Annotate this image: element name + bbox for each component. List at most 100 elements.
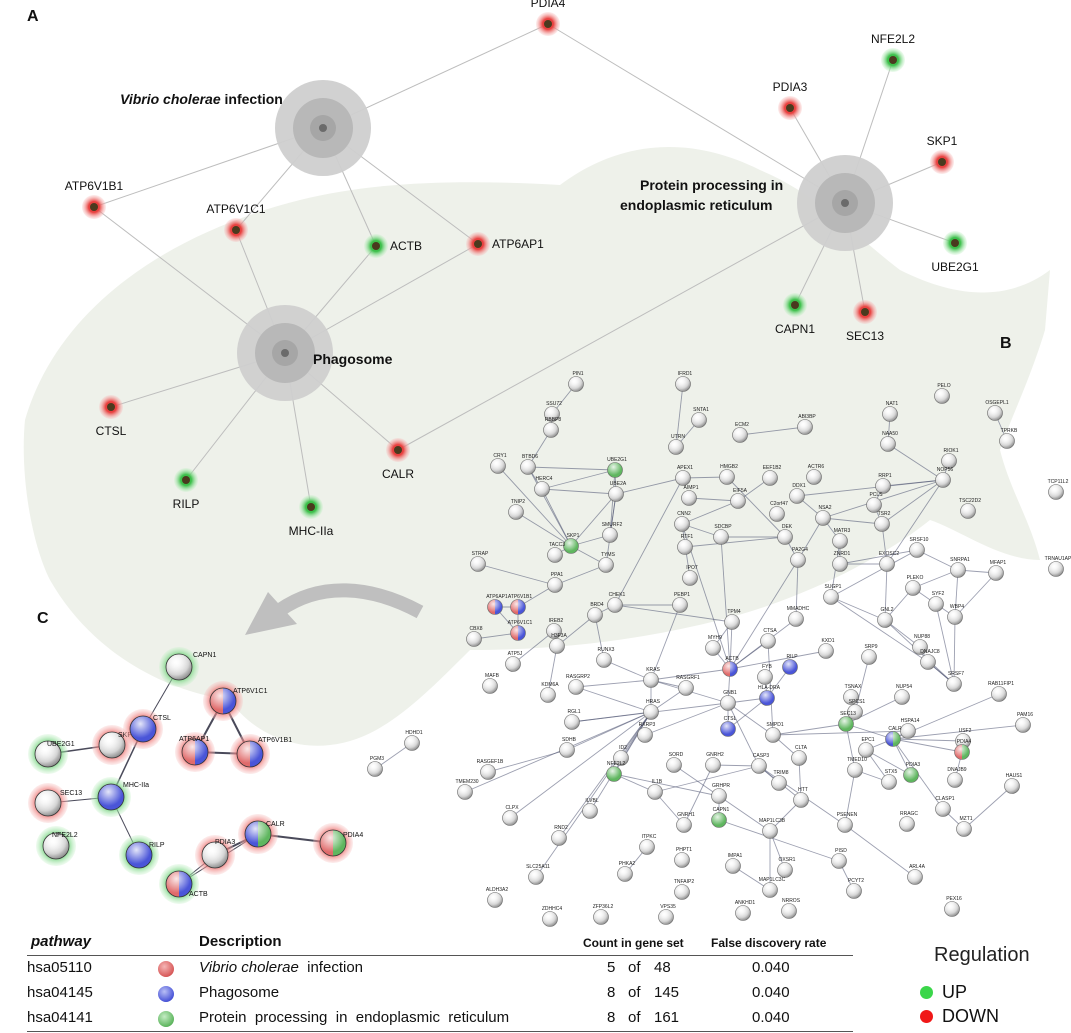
protein-label: PSENEN	[837, 812, 858, 818]
protein-node	[721, 696, 736, 711]
protein-label: PDIA3	[906, 762, 921, 768]
pathway-hub	[275, 80, 371, 176]
gene-label: CALR	[266, 821, 285, 828]
protein-label: SDHB	[562, 737, 577, 743]
protein-label: IPO7	[686, 565, 698, 571]
protein-node	[481, 765, 496, 780]
protein-node	[778, 530, 793, 545]
protein-label: TMEM230	[455, 779, 478, 785]
protein-label: MYH9	[708, 635, 722, 641]
protein-label: SORD	[669, 752, 684, 758]
protein-label: SRP9	[864, 644, 877, 650]
pathway-table: pathway Description Count in gene set Fa…	[27, 933, 857, 1033]
protein-node	[675, 885, 690, 900]
protein-node	[511, 600, 526, 615]
protein-label: RTF1	[681, 534, 694, 540]
protein-label: SRSF10	[910, 537, 929, 543]
protein-node	[669, 440, 684, 455]
protein-node	[906, 581, 921, 596]
protein-label: ANKHD1	[735, 900, 756, 906]
gene-label: SEC13	[846, 329, 884, 343]
protein-node	[948, 610, 963, 625]
protein-label: GNB1	[723, 690, 737, 696]
protein-node	[957, 822, 972, 837]
gene-label: SKP1	[927, 134, 958, 148]
network-edge	[964, 786, 1012, 829]
network-edge	[719, 796, 770, 831]
protein-label: DDX1	[792, 483, 806, 489]
protein-label: BRD4	[590, 602, 604, 608]
protein-label: PAM16	[1017, 712, 1033, 718]
gene-node	[28, 783, 68, 823]
protein-label: NAA50	[882, 431, 898, 437]
protein-node	[714, 530, 729, 545]
protein-node	[638, 728, 653, 743]
protein-node	[723, 662, 738, 677]
protein-node	[791, 553, 806, 568]
panel-letter-b: B	[1000, 335, 1012, 353]
protein-node	[895, 690, 910, 705]
protein-node	[706, 758, 721, 773]
count-total: 145	[654, 984, 679, 1001]
protein-node	[955, 745, 970, 760]
protein-label: TACC3	[549, 542, 565, 548]
protein-label: IL1B	[652, 779, 663, 785]
protein-node	[736, 906, 751, 921]
protein-label: STRAP	[472, 551, 489, 557]
protein-label: RAB11FIP1	[988, 681, 1014, 687]
protein-label: MFAP1	[990, 560, 1007, 566]
pathway-description: Protein processing in endoplasmic reticu…	[199, 1009, 509, 1026]
protein-node	[721, 722, 736, 737]
protein-label: NOP56	[937, 467, 954, 473]
gene-node	[943, 231, 967, 255]
gene-label: CTSL	[153, 715, 171, 722]
protein-node	[529, 870, 544, 885]
gene-label: ATP6V1C1	[206, 202, 265, 216]
protein-node	[951, 563, 966, 578]
protein-label: ARL4A	[909, 864, 926, 870]
protein-node	[648, 785, 663, 800]
protein-node	[673, 598, 688, 613]
gene-label: MHC-IIa	[123, 782, 149, 789]
protein-label: DNAJB9	[947, 767, 966, 773]
gene-node	[536, 12, 560, 36]
protein-label: EIF5A	[733, 488, 748, 494]
protein-node	[725, 615, 740, 630]
protein-node	[667, 758, 682, 773]
protein-node	[833, 557, 848, 572]
protein-node	[816, 511, 831, 526]
gene-label: CAPN1	[193, 652, 216, 659]
gene-node	[174, 468, 198, 492]
protein-node	[900, 817, 915, 832]
protein-node	[683, 571, 698, 586]
count-of: of	[628, 959, 641, 976]
protein-node	[608, 463, 623, 478]
protein-node	[659, 910, 674, 925]
gene-node	[930, 150, 954, 174]
protein-label: RGL1	[567, 709, 580, 715]
protein-node	[790, 489, 805, 504]
hub-label-protein-2: endoplasmic reticulum	[620, 197, 772, 213]
protein-label: RASGEF1B	[477, 759, 504, 765]
protein-node	[862, 650, 877, 665]
protein-label: SSU72	[546, 401, 562, 407]
gene-label: CTSL	[96, 424, 127, 438]
protein-node	[794, 793, 809, 808]
protein-label: CTSL	[724, 716, 737, 722]
gene-node	[82, 195, 106, 219]
protein-node	[929, 597, 944, 612]
count-value: 8	[607, 1009, 615, 1026]
protein-label: CALR	[888, 726, 902, 732]
protein-label: AIMP1	[683, 485, 698, 491]
protein-label: TNFAIP2	[674, 879, 695, 885]
protein-node	[945, 902, 960, 917]
protein-node	[550, 639, 565, 654]
gene-label: ATP6AP1	[179, 736, 209, 743]
protein-label: SUGP1	[825, 584, 842, 590]
protein-label: ACTB	[725, 656, 739, 662]
protein-node	[618, 867, 633, 882]
protein-node	[368, 762, 383, 777]
protein-label: NUP54	[896, 684, 912, 690]
protein-label: ABI3BP	[798, 414, 816, 420]
protein-label: SNRPA1	[950, 557, 970, 563]
